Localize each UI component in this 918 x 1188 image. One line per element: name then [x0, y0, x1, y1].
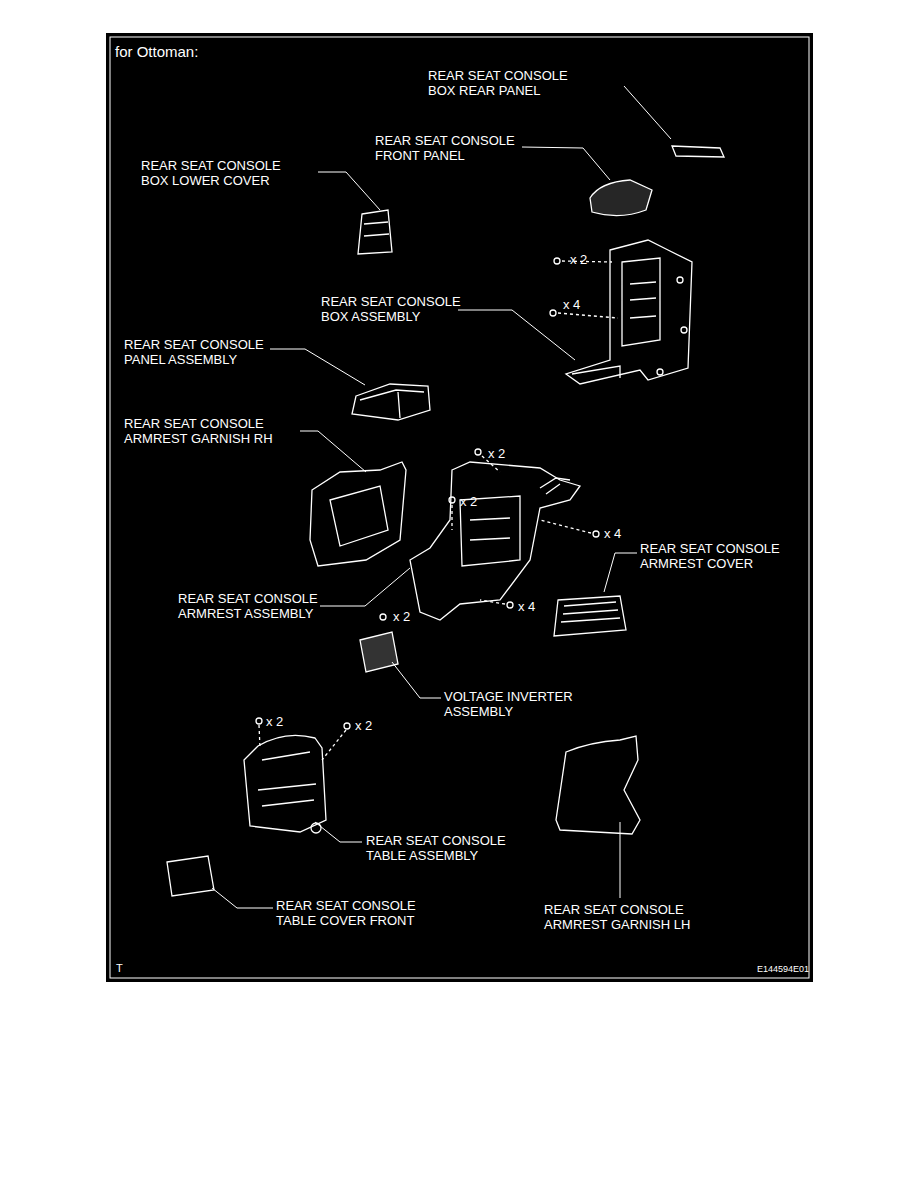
part-name: REAR SEAT CONSOLE ARMREST COVER	[640, 541, 784, 571]
part-name: REAR SEAT CONSOLE BOX REAR PANEL	[428, 68, 572, 98]
quantity: x 4	[563, 297, 580, 312]
figure-code: E144594E01	[757, 964, 809, 975]
page-mark: T	[116, 962, 123, 975]
part-name: REAR SEAT CONSOLE ARMREST ASSEMBLY	[178, 591, 322, 621]
quantity: x 2	[355, 718, 372, 733]
quantity: x 2	[570, 252, 587, 267]
part-name: REAR SEAT CONSOLE PANEL ASSEMBLY	[124, 337, 268, 367]
quantity: x 4	[518, 599, 535, 614]
quantity: x 2	[266, 714, 283, 729]
quantity: x 2	[460, 494, 477, 509]
part-name: REAR SEAT CONSOLE BOX LOWER COVER	[141, 158, 285, 188]
part-name: REAR SEAT CONSOLE TABLE COVER FRONT	[276, 898, 420, 928]
part-name: REAR SEAT CONSOLE TABLE ASSEMBLY	[366, 833, 510, 863]
quantity: x 4	[604, 526, 621, 541]
part-name: VOLTAGE INVERTER ASSEMBLY	[444, 689, 577, 719]
part-name: REAR SEAT CONSOLE ARMREST GARNISH LH	[544, 902, 695, 932]
part-name: REAR SEAT CONSOLE ARMREST GARNISH RH	[124, 416, 277, 446]
part-name: REAR SEAT CONSOLE BOX ASSEMBLY	[321, 294, 465, 324]
diagram-title: for Ottoman:	[115, 43, 198, 61]
quantity: x 2	[488, 446, 505, 461]
quantity: x 2	[393, 609, 410, 624]
part-name: REAR SEAT CONSOLE FRONT PANEL	[375, 133, 519, 163]
